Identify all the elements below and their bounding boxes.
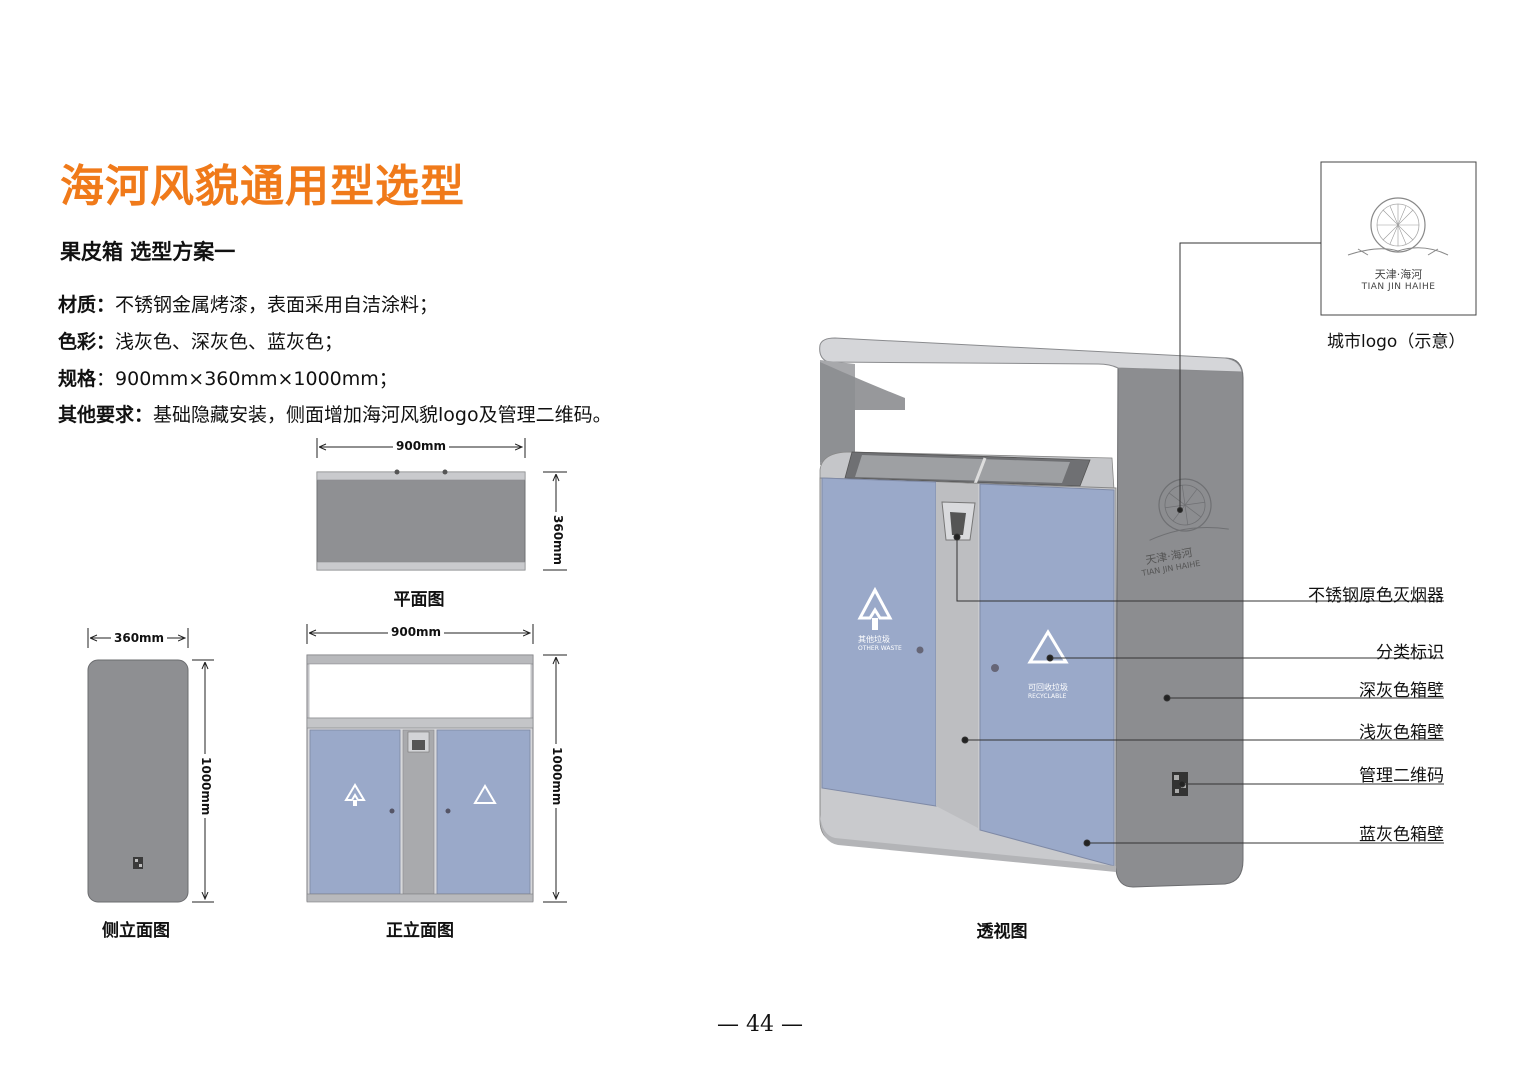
spec-label: 材质： — [58, 294, 116, 316]
callout-lines — [953, 242, 1444, 847]
recyclable-label: 可回收垃圾 RECYCLABLE — [1028, 682, 1068, 700]
side-width-dim: 360mm — [111, 631, 168, 645]
spec-label: 其他要求： — [58, 404, 154, 426]
recyclable-cn: 可回收垃圾 — [1028, 683, 1068, 692]
callout-qr-code: 管理二维码 — [1359, 766, 1444, 786]
plan-caption: 平面图 — [393, 590, 445, 610]
spec-value: ：900mm×360mm×1000mm； — [96, 368, 398, 390]
front-caption: 正立面图 — [386, 921, 454, 941]
city-logo-en: TIAN JIN HAIHE — [1361, 282, 1436, 292]
recyclable-en: RECYCLABLE — [1028, 693, 1067, 700]
city-logo-box — [1320, 161, 1477, 316]
callout-dark-gray-wall: 深灰色箱壁 — [1359, 681, 1444, 701]
other-waste-en: OTHER WASTE — [858, 645, 902, 652]
spec-other: 其他要求：基础隐藏安装，侧面增加海河风貌logo及管理二维码。 — [58, 400, 612, 427]
page-title: 海河风貌通用型选型 — [60, 161, 465, 212]
perspective-view — [819, 337, 1244, 888]
spec-value: 浅灰色、深灰色、蓝灰色； — [115, 331, 344, 353]
other-waste-label: 其他垃圾 OTHER WASTE — [858, 634, 902, 652]
callout-ashtray: 不锈钢原色灭烟器 — [1308, 586, 1444, 606]
spec-value: 基础隐藏安装，侧面增加海河风貌logo及管理二维码。 — [153, 404, 612, 426]
spec-color: 色彩：浅灰色、深灰色、蓝灰色； — [58, 327, 343, 354]
city-logo-text: 天津·海河 TIAN JIN HAIHE — [1321, 266, 1476, 292]
callout-blue-gray-wall: 蓝灰色箱壁 — [1359, 825, 1444, 845]
spec-label: 色彩： — [58, 331, 116, 353]
spec-label: 规格 — [58, 368, 97, 390]
section-subtitle: 果皮箱 选型方案一 — [60, 240, 236, 264]
side-height-dim: 1000mm — [199, 754, 213, 819]
page-number: — 44 — — [717, 1012, 803, 1037]
city-logo-cn: 天津·海河 — [1374, 268, 1423, 281]
spec-material: 材质：不锈钢金属烤漆，表面采用自洁涂料； — [58, 290, 438, 317]
side-logo-emblem — [1149, 478, 1229, 541]
front-height-dim: 1000mm — [550, 744, 564, 809]
side-caption: 侧立面图 — [102, 921, 170, 941]
other-waste-cn: 其他垃圾 — [858, 635, 890, 644]
plan-width-dim: 900mm — [393, 439, 450, 453]
callout-sort-sign: 分类标识 — [1376, 643, 1444, 663]
callout-light-gray-wall: 浅灰色箱壁 — [1359, 723, 1444, 743]
plan-view — [316, 438, 567, 571]
plan-depth-dim: 360mm — [551, 512, 565, 569]
spec-value: 不锈钢金属烤漆，表面采用自洁涂料； — [115, 294, 439, 316]
city-logo-icon — [1347, 197, 1449, 256]
front-view — [306, 624, 567, 903]
side-view — [87, 628, 214, 903]
spec-size: 规格：900mm×360mm×1000mm； — [58, 364, 398, 391]
perspective-caption: 透视图 — [976, 922, 1028, 942]
front-width-dim: 900mm — [388, 625, 445, 639]
city-logo-caption: 城市logo（示意） — [1327, 332, 1466, 352]
